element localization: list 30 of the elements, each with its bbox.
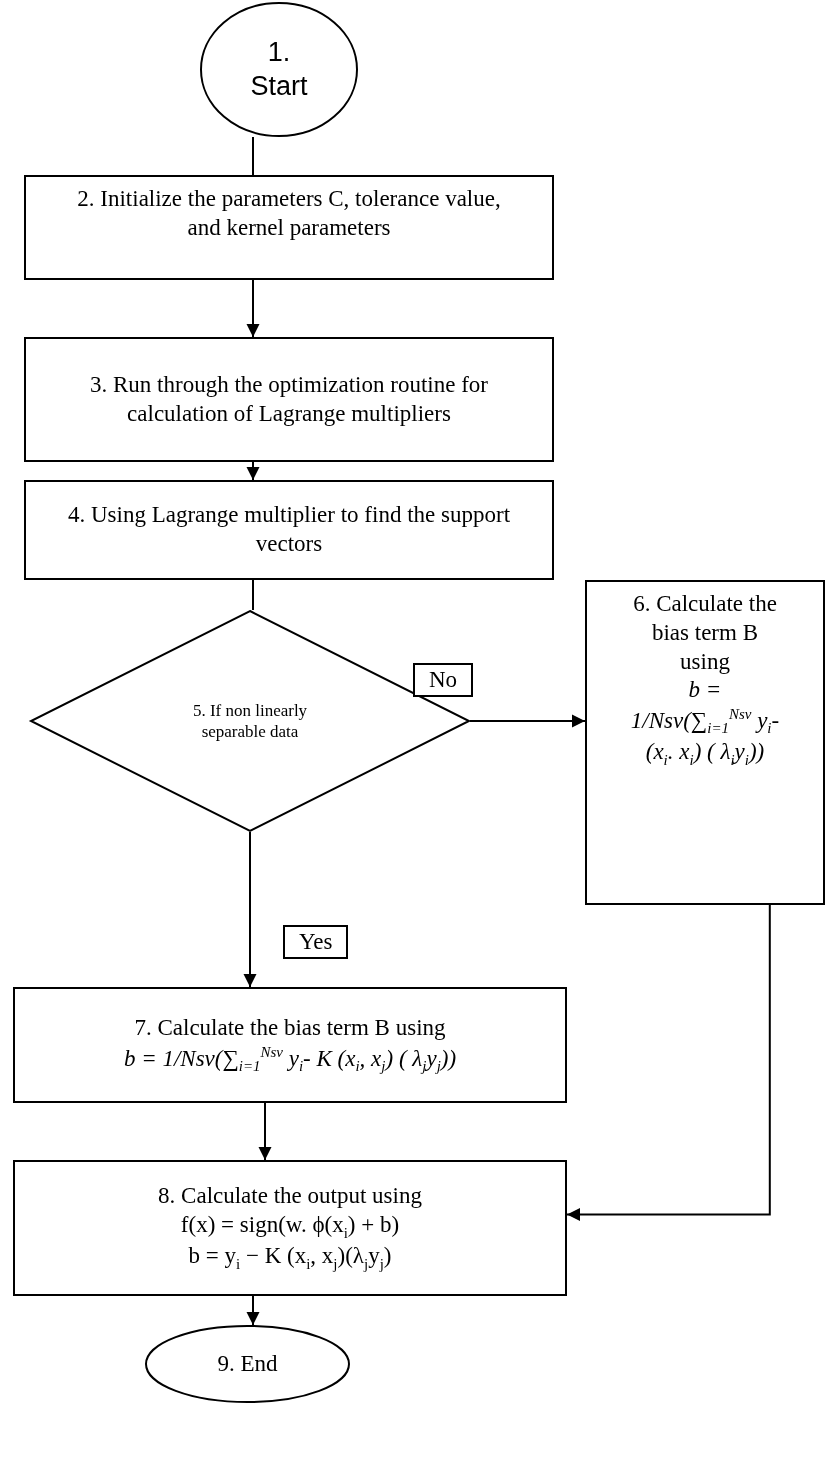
formula-text: b = 1/Nsv(∑$_{i=1}$$^{Nsv}$ y$_{i}$- (x$_{i}$. x$_{i}$) ( λ$_{i}$y$_{i}$)) — [629, 676, 781, 770]
step-label: 3. Run through the optimization routine for calculation of Lagrange multipliers — [89, 370, 489, 428]
terminal-ellipse — [200, 2, 358, 137]
arrow — [469, 714, 586, 728]
process-box — [13, 987, 567, 1103]
formula-text: b = y$_{i}$ − K (x$_{i}$, x$_{j}$)(λ$_{j}$y$_{j}$) — [188, 1242, 392, 1274]
formula-text: f(x) = sign(w. ϕ(x$_{i}$) + b) — [180, 1211, 400, 1243]
terminal-ellipse — [145, 1325, 350, 1403]
arrow — [246, 1295, 260, 1326]
process-box — [24, 175, 554, 280]
step-label: 5. If non linearly separable data — [191, 699, 309, 743]
step-label: 9. End — [217, 1349, 278, 1378]
step-label: 4. Using Lagrange multiplier to find the support vectors — [67, 501, 511, 558]
process-box — [13, 1160, 567, 1296]
step-label: 1. Start — [249, 35, 309, 103]
edge-label: Yes — [283, 925, 349, 959]
step-label: 8. Calculate the output using — [158, 1182, 422, 1211]
arrow — [566, 904, 771, 1221]
process-box — [585, 580, 825, 905]
arrow — [246, 461, 260, 481]
arrow — [258, 1102, 272, 1161]
edge-label: No — [413, 663, 474, 697]
arrow — [243, 831, 257, 988]
process-box — [24, 337, 554, 462]
process-box — [24, 480, 554, 580]
step-label: 2. Initialize the parameters C, tolerance value, and kernel parameters — [76, 185, 502, 242]
decision-diamond — [30, 610, 470, 832]
formula-text: b = 1/Nsv(∑$_{i=1}$$^{Nsv}$ y$_{i}$- K (x$_{i}$, x$_{j}$) ( λ$_{j}$y$_{j}$)) — [123, 1042, 457, 1076]
arrow — [246, 279, 260, 338]
step-label: 7. Calculate the bias term B using — [134, 1014, 446, 1043]
